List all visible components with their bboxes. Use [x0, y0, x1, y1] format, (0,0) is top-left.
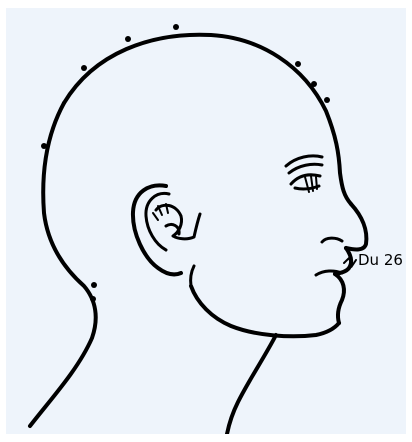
- acupoint-marker: [324, 97, 330, 103]
- acupoint-marker: [125, 36, 131, 42]
- point-label: Du 26: [358, 251, 403, 269]
- acupoint-marker: [173, 24, 179, 30]
- acupoint-marker: [90, 296, 96, 302]
- acupoint-marker: [41, 143, 47, 149]
- acupoint-marker: [81, 65, 87, 71]
- panel-background: [6, 8, 406, 434]
- acupoint-marker: [295, 61, 301, 67]
- head-profile-illustration: Du 26: [6, 8, 406, 434]
- diagram-panel: Du 26: [6, 8, 406, 434]
- acupoint-marker: [91, 282, 97, 288]
- acupoint-marker: [311, 81, 317, 87]
